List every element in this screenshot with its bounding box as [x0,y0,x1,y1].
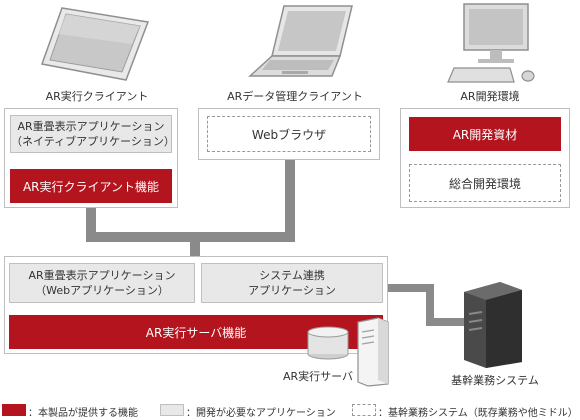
ar-exec-client-feature-box: AR実行クライアント機能 [10,169,172,203]
ar-exec-client-caption: AR実行クライアント [45,90,149,103]
ar-server-tower-icon [357,317,389,387]
database-icon [307,326,349,360]
connector-data-down [285,160,295,238]
legend-red-label: ：本製品が提供する機能 [28,408,138,419]
connector-server-right [388,284,434,292]
ar-exec-client-panel: AR重畳表示アプリケーション （ネイティブアプリケーション） AR実行クライアン… [4,108,178,208]
legend-red-swatch [2,404,26,416]
integrated-dev-env-box: 総合開発環境 [409,164,561,202]
ar-dev-env-caption: AR開発環境 [460,90,520,103]
web-browser-box: Webブラウザ [207,116,371,152]
ar-overlay-native-app-box: AR重畳表示アプリケーション （ネイティブアプリケーション） [10,115,175,153]
ar-exec-server-panel: AR重畳表示アプリケーション （Webアプリケーション） システム連携 アプリケ… [4,256,388,354]
legend-dashed-label: ：基幹業務システム（既存業務や他ミドル） [378,408,578,419]
system-integration-app-box: システム連携 アプリケーション [201,263,383,303]
desktop-pc-icon [447,3,535,83]
ar-dev-resources-box: AR開発資材 [409,117,561,151]
core-system-server-icon [464,282,522,368]
connector-server-down-to-core [426,284,434,326]
legend-gray-label: ：開発が必要なアプリケーション [186,408,336,419]
legend-dashed-swatch [352,404,376,416]
ar-dev-env-panel: AR開発資材 総合開発環境 [400,108,570,208]
legend-gray-swatch [160,404,184,416]
tablet-icon [40,7,150,81]
core-system-caption: 基幹業務システム [451,374,539,387]
connector-server-up [190,232,200,258]
ar-data-client-caption: ARデータ管理クライアント [227,90,363,103]
ar-data-client-panel: Webブラウザ [198,108,380,160]
ar-exec-server-caption: AR実行サーバ [282,370,354,383]
laptop-icon [248,5,353,77]
connector-exec-down [86,208,96,238]
connector-to-core [426,318,464,326]
ar-overlay-web-app-box: AR重畳表示アプリケーション （Webアプリケーション） [9,263,195,303]
